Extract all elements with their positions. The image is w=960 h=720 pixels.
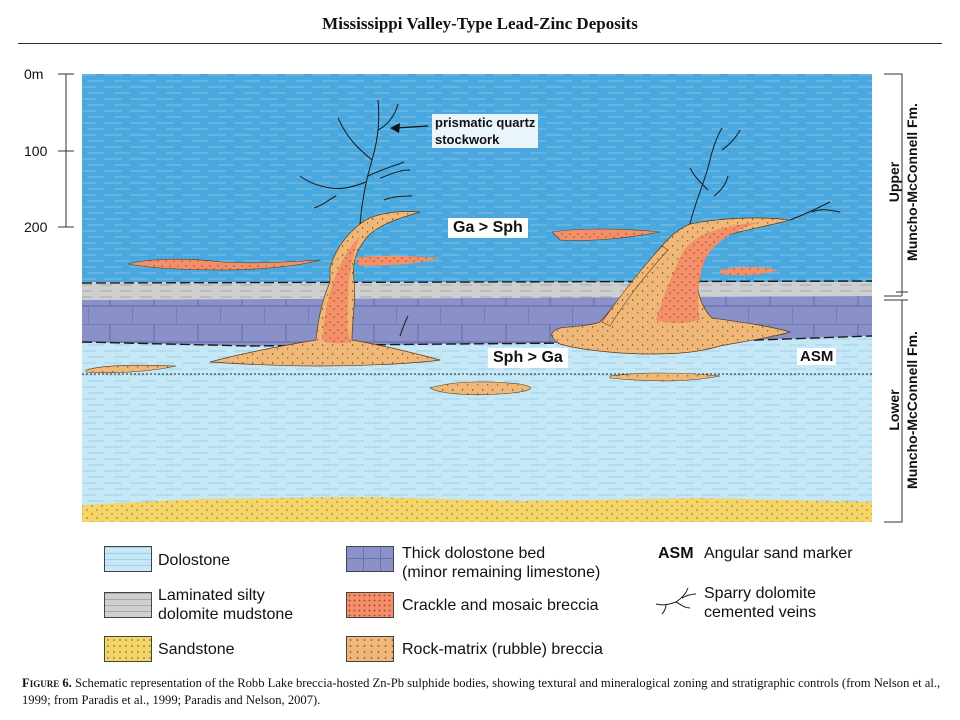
title-divider bbox=[18, 43, 942, 44]
legend-sandstone: Sandstone bbox=[158, 641, 235, 658]
legend-swatch-dolostone bbox=[104, 546, 152, 572]
legend-sparry-line1: Sparry dolomite bbox=[704, 585, 817, 602]
legend-swatch-crackle bbox=[346, 592, 394, 618]
legend-crackle: Crackle and mosaic breccia bbox=[402, 597, 599, 614]
bed-contact-line bbox=[81, 335, 873, 347]
formation-label-upper: Upper Muncho-McConnell Fm. bbox=[885, 82, 925, 282]
left-crackle-zone bbox=[322, 236, 360, 344]
formation-brackets bbox=[884, 73, 908, 523]
upper-zone-label: Ga > Sph bbox=[448, 218, 528, 238]
depth-label-0: 0m bbox=[24, 66, 44, 82]
caption-head: Figure 6. bbox=[22, 676, 72, 690]
lower-dolostone-layer bbox=[82, 336, 872, 505]
depth-label-100: 100 bbox=[24, 143, 48, 159]
right-diagonal-vein bbox=[601, 245, 669, 327]
right-branch-lens bbox=[720, 267, 778, 276]
figure-caption: Figure 6. Schematic representation of th… bbox=[22, 675, 942, 709]
lower-lens-west bbox=[85, 364, 177, 374]
legend-sparry-vein-icon bbox=[655, 587, 697, 615]
legend-thick-bed: Thick dolostone bed (minor remaining lim… bbox=[402, 544, 600, 582]
lower-zone-label: Sph > Ga bbox=[488, 348, 568, 368]
legend-laminated: Laminated silty dolomite mudstone bbox=[158, 586, 293, 624]
legend-asm-text: Angular sand marker bbox=[704, 545, 853, 562]
legend-swatch-laminated bbox=[104, 592, 152, 618]
legend-laminated-line2: dolomite mudstone bbox=[158, 606, 294, 623]
lower-lens-center bbox=[429, 381, 531, 396]
legend-swatch-rubble bbox=[346, 636, 394, 662]
bed-contact-line-upper bbox=[81, 280, 873, 284]
legend-sparry: Sparry dolomite cemented veins bbox=[704, 584, 816, 622]
legend-asm-abbr: ASM bbox=[658, 545, 694, 562]
right-lower-lens bbox=[609, 372, 721, 382]
stockwork-label-line1: prismatic quartz bbox=[435, 115, 536, 130]
legend-dolostone: Dolostone bbox=[158, 552, 231, 569]
stockwork-arrow bbox=[390, 123, 429, 133]
legend-thick-bed-line2: (minor remaining limestone) bbox=[402, 564, 601, 581]
legend-laminated-line1: Laminated silty bbox=[158, 587, 265, 604]
right-crackle-zone bbox=[656, 222, 760, 323]
asm-label: ASM bbox=[797, 348, 837, 365]
legend-rock-matrix: Rock-matrix (rubble) breccia bbox=[402, 641, 603, 658]
page-title: Mississippi Valley-Type Lead-Zinc Deposi… bbox=[322, 14, 638, 33]
sparry-dolomite-veins bbox=[299, 99, 841, 337]
legend-swatch-sandstone bbox=[104, 636, 152, 662]
sandstone-layer bbox=[82, 497, 872, 522]
legend-thick-bed-line1: Thick dolostone bed bbox=[402, 545, 546, 562]
legend-sparry-line2: cemented veins bbox=[704, 604, 817, 621]
legend-swatch-thick-bed bbox=[346, 546, 394, 572]
stockwork-label: prismatic quartz stockwork bbox=[432, 114, 539, 148]
caption-text: Schematic representation of the Robb Lak… bbox=[22, 676, 941, 707]
left-mid-lens bbox=[355, 255, 440, 266]
formation-upper-line1: Upper bbox=[886, 161, 902, 203]
stockwork-label-line2: stockwork bbox=[435, 132, 500, 147]
formation-lower-line1: Lower bbox=[886, 389, 902, 431]
left-upper-lens bbox=[127, 258, 321, 271]
depth-label-200: 200 bbox=[24, 219, 48, 235]
upper-dolostone-layer bbox=[82, 74, 872, 282]
formation-lower-line2: Muncho-McConnell Fm. bbox=[904, 331, 920, 489]
depth-scale bbox=[58, 73, 74, 228]
formation-upper-line2: Muncho-McConnell Fm. bbox=[904, 103, 920, 261]
formation-label-lower: Lower Muncho-McConnell Fm. bbox=[885, 300, 925, 520]
right-upper-lens bbox=[551, 228, 661, 241]
